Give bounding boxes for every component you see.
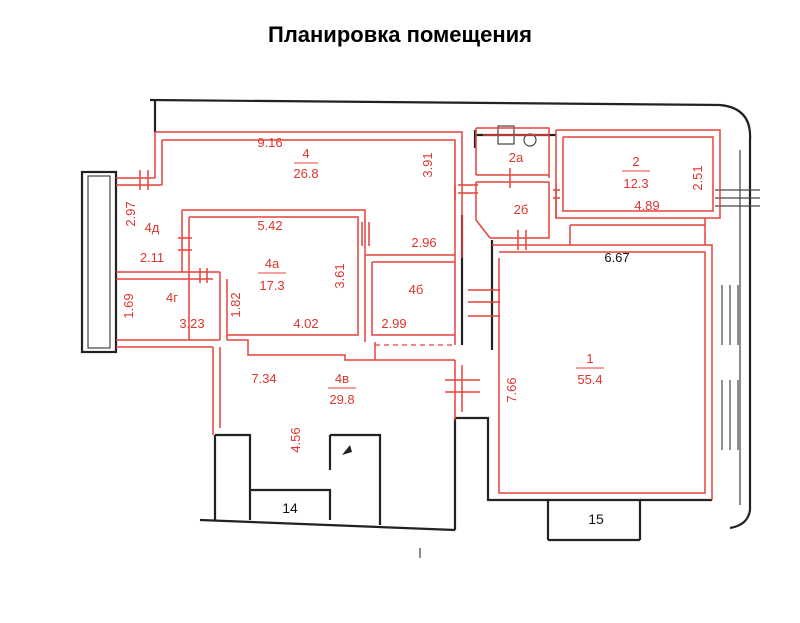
room-4a-area: 17.3 [259, 278, 284, 293]
room-labels: 4 26.8 4а 17.3 4б 4в 29.8 4г 4д 1 55.4 2… [145, 146, 650, 407]
window-right-top [715, 189, 760, 207]
room-2b-number: 2б [514, 202, 529, 217]
dim-1-69: 1.69 [121, 293, 136, 318]
room-4-area: 26.8 [293, 166, 318, 181]
room-4g-number: 4г [166, 290, 178, 305]
window-right-low [721, 380, 739, 450]
dim-6-67: 6.67 [604, 250, 629, 265]
dim-2-96: 2.96 [411, 235, 436, 250]
room-4v-area: 29.8 [329, 392, 354, 407]
room-4d-number: 4д [145, 220, 160, 235]
room-4b-number: 4б [409, 282, 424, 297]
room-4-number: 4 [302, 146, 309, 161]
room-1-area: 55.4 [577, 372, 602, 387]
dimension-labels: 9.16 3.91 5.42 2.96 3.61 4.02 2.99 1.82 … [121, 135, 705, 453]
dim-7-66: 7.66 [504, 377, 519, 402]
dim-7-34: 7.34 [251, 371, 276, 386]
door-swing-icon [342, 445, 352, 455]
dim-4-89: 4.89 [634, 198, 659, 213]
room-4v-number: 4в [335, 371, 349, 386]
neighbor-unit-14: 14 [282, 500, 298, 516]
dim-1-82: 1.82 [228, 292, 243, 317]
dim-2-11: 2.11 [140, 250, 164, 265]
room-2-area: 12.3 [623, 176, 648, 191]
building-walls [80, 98, 760, 558]
room-1-number: 1 [586, 351, 593, 366]
dim-2-99: 2.99 [381, 316, 406, 331]
dim-2-51: 2.51 [690, 165, 705, 190]
dim-3-23: 3.23 [179, 316, 204, 331]
room-2-number: 2 [632, 154, 639, 169]
dim-3-91: 3.91 [420, 152, 435, 177]
window-right-mid [721, 285, 739, 345]
page-title: Планировка помещения [268, 22, 532, 47]
room-outlines [116, 127, 721, 500]
dim-5-42: 5.42 [257, 218, 282, 233]
room-4a-number: 4а [265, 256, 280, 271]
dim-4-02: 4.02 [293, 316, 318, 331]
dim-4-56: 4.56 [288, 427, 303, 452]
room-2a-number: 2а [509, 150, 524, 165]
dim-3-61: 3.61 [332, 263, 347, 288]
dim-2-97: 2.97 [123, 201, 138, 226]
neighbor-unit-15: 15 [588, 511, 604, 527]
dim-9-16: 9.16 [257, 135, 282, 150]
